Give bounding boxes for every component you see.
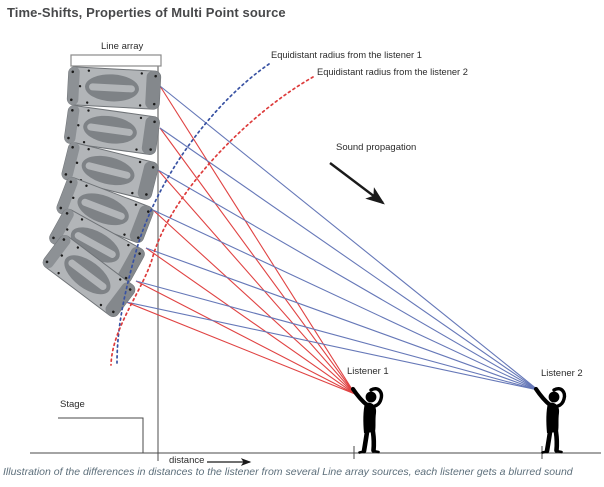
listener2-label: Listener 2 [541,368,583,379]
rays-to-listener2 [125,85,539,391]
stage-outline [58,417,144,453]
listener2-figure [536,389,564,453]
stage-label: Stage [60,399,85,410]
listener1-label: Listener 1 [347,366,389,377]
equidistant-arc-listener1 [116,63,270,364]
sound-propagation-label: Sound propagation [336,142,417,153]
equidistant-listener2-label: Equidistant radius from the listener 2 [317,67,468,77]
line-array-graphic [40,54,162,320]
sound-propagation-arrow [329,162,385,205]
line-array-label: Line array [101,41,144,52]
equidistant-listener1-label: Equidistant radius from the listener 1 [271,50,422,60]
rays-to-listener1 [125,85,356,395]
distance-label: distance [169,455,205,466]
listener1-figure [353,389,381,453]
equidistant-arc-listener2 [110,76,314,366]
page-title: Time-Shifts, Properties of Multi Point s… [7,5,286,20]
figure-caption: Illustration of the differences in dista… [3,466,573,478]
